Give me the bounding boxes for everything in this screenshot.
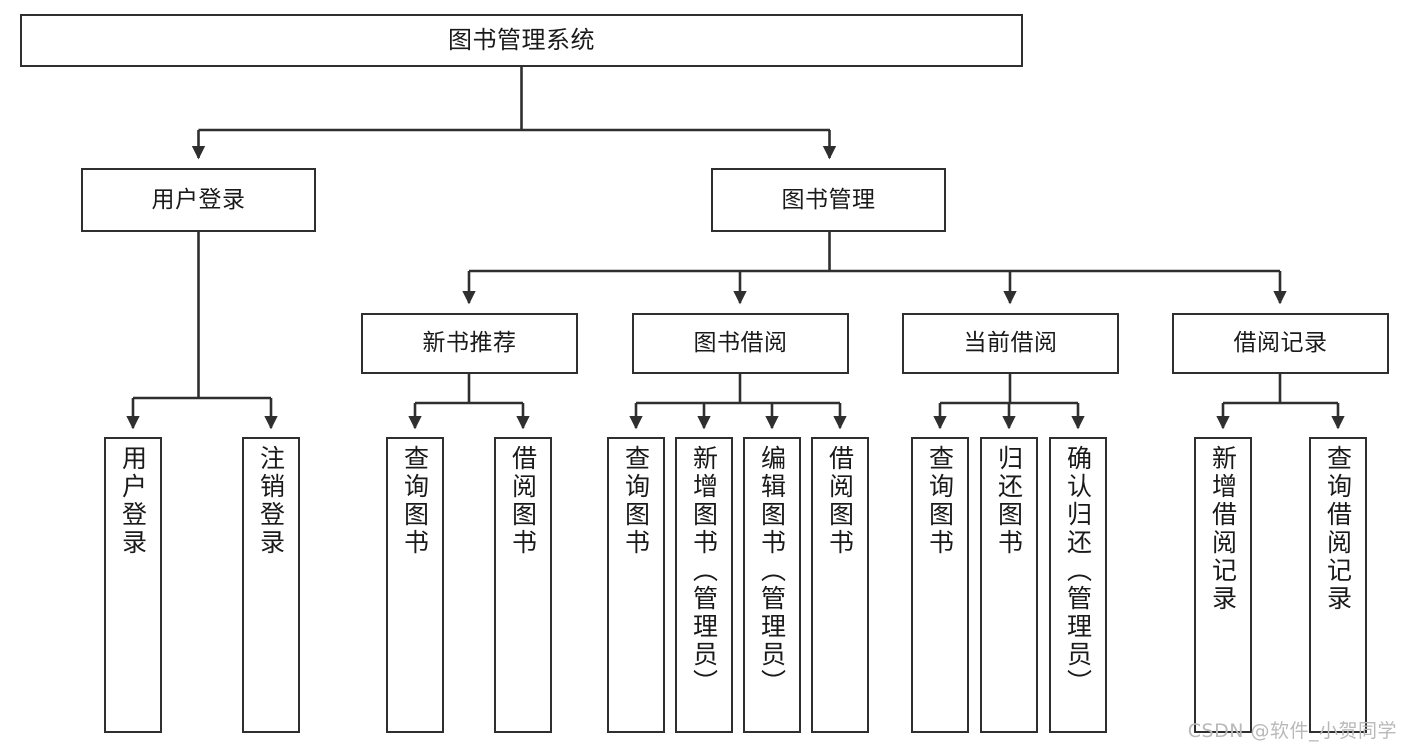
node-user-login[interactable]: 用户登录 [81, 168, 316, 232]
node-label: 借阅记录 [1233, 330, 1328, 357]
leaf-user-login-login[interactable]: 用户登录 [104, 437, 162, 733]
node-label: 借阅图书 [825, 445, 855, 557]
node-new-book-recommend[interactable]: 新书推荐 [361, 313, 578, 374]
node-label: 图书管理系统 [448, 25, 595, 54]
node-book-management[interactable]: 图书管理 [711, 168, 946, 232]
node-label: 查询借阅记录 [1323, 445, 1353, 613]
node-current-borrow[interactable]: 当前借阅 [902, 313, 1119, 374]
leaf-user-login-logout[interactable]: 注销登录 [242, 437, 300, 733]
node-label: 新增图书（管理员） [689, 445, 719, 697]
leaf-current-confirm-return-admin[interactable]: 确认归还（管理员） [1049, 437, 1107, 733]
node-borrow-records[interactable]: 借阅记录 [1172, 313, 1389, 374]
leaf-records-query-record[interactable]: 查询借阅记录 [1309, 437, 1367, 733]
node-label: 新增借阅记录 [1208, 445, 1238, 613]
node-label: 编辑图书（管理员） [757, 445, 787, 697]
node-label: 确认归还（管理员） [1063, 445, 1093, 697]
leaf-borrow-edit-book-admin[interactable]: 编辑图书（管理员） [743, 437, 801, 733]
node-label: 查询图书 [621, 445, 651, 557]
leaf-recommend-borrow-book[interactable]: 借阅图书 [494, 437, 552, 733]
node-label: 查询图书 [925, 445, 955, 557]
node-label: 图书管理 [781, 186, 876, 213]
node-label: 归还图书 [994, 445, 1024, 557]
leaf-borrow-borrow-book[interactable]: 借阅图书 [811, 437, 869, 733]
leaf-current-return-book[interactable]: 归还图书 [980, 437, 1038, 733]
node-label: 注销登录 [256, 445, 286, 557]
node-label: 新书推荐 [422, 330, 517, 357]
leaf-records-add-record[interactable]: 新增借阅记录 [1194, 437, 1252, 733]
node-label: 用户登录 [118, 445, 148, 557]
node-label: 图书借阅 [693, 330, 788, 357]
leaf-recommend-query-book[interactable]: 查询图书 [386, 437, 444, 733]
csdn-watermark: CSDN @软件_小贺同学 [1187, 720, 1397, 742]
node-label: 当前借阅 [963, 330, 1058, 357]
node-book-borrow[interactable]: 图书借阅 [632, 313, 849, 374]
leaf-borrow-query-book[interactable]: 查询图书 [607, 437, 665, 733]
node-label: 用户登录 [151, 186, 246, 213]
leaf-borrow-add-book-admin[interactable]: 新增图书（管理员） [675, 437, 733, 733]
leaf-current-query-book[interactable]: 查询图书 [911, 437, 969, 733]
node-label: 借阅图书 [508, 445, 538, 557]
node-root-system[interactable]: 图书管理系统 [20, 14, 1023, 67]
node-label: 查询图书 [400, 445, 430, 557]
